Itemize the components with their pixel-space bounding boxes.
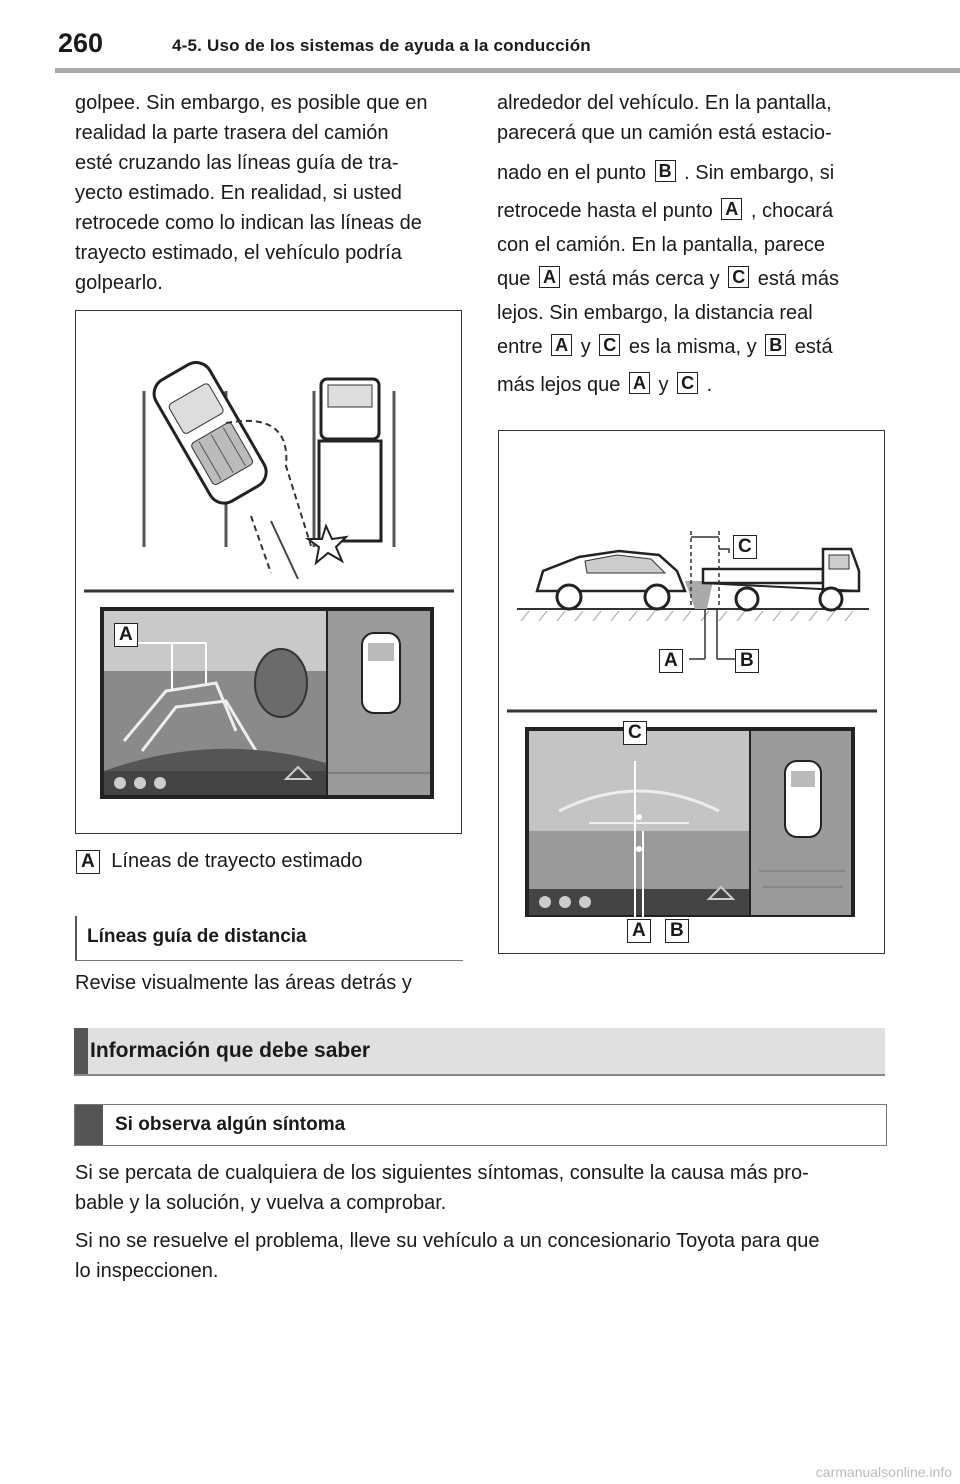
bottom-line: Si no se resuelve el problema, lleve su …: [75, 1230, 820, 1252]
page-number: 260: [58, 28, 104, 58]
ref-a: A: [628, 372, 650, 394]
right-line-8: entre A y C es la misma, y B está: [497, 328, 887, 366]
right-paragraph: alrededor del vehículo. En la pantalla, …: [497, 88, 887, 404]
figure-distance-lines: C A B C A B: [498, 430, 885, 954]
left-line: golpearlo.: [75, 272, 163, 294]
symptom-box-bar: [75, 1105, 103, 1145]
text-span: está más cerca y: [568, 268, 720, 290]
left-line: retrocede como lo indican las líneas de: [75, 212, 422, 234]
ref-a: A: [721, 198, 743, 220]
info-band-bar: [74, 1028, 88, 1074]
label-b-screen: B: [665, 919, 689, 943]
text-span: está más: [757, 268, 839, 290]
left-line: golpee. Sin embargo, es posible que en: [75, 92, 428, 114]
symptom-box: Si observa algún síntoma: [74, 1104, 887, 1146]
ref-c: C: [728, 266, 750, 288]
text-span: entre: [497, 336, 543, 358]
label-a-mid: A: [659, 649, 683, 673]
left-line: yecto estimado. En realidad, si usted: [75, 182, 402, 204]
label-c-screen: C: [623, 721, 647, 745]
caption-text: Líneas de trayecto estimado: [111, 850, 363, 872]
distance-lines-title: Líneas guía de distancia: [87, 926, 307, 947]
info-band: Información que debe saber: [74, 1028, 885, 1076]
ref-b: B: [765, 334, 787, 356]
symptom-box-title: Si observa algún síntoma: [115, 1114, 346, 1135]
text-span: más lejos que: [497, 374, 621, 396]
heading-bar: [75, 916, 77, 960]
section-title: 4-5. Uso de los sistemas de ayuda a la c…: [172, 36, 591, 55]
figure-estimated-path: A: [75, 310, 462, 834]
right-line: con el camión. En la pantalla, parece: [497, 234, 825, 256]
text-span: es la misma, y: [628, 336, 757, 358]
after-heading-text: Revise visualmente las áreas detrás y: [75, 968, 465, 998]
right-line: alrededor del vehículo. En la pantalla,: [497, 92, 832, 114]
figure-estimated-path-illustration: [84, 361, 454, 799]
bottom-text: Si se percata de cualquiera de los sigui…: [75, 1158, 895, 1286]
text-span: nado en el punto: [497, 162, 647, 184]
callout-a: A: [114, 623, 138, 647]
header-rule: [55, 68, 960, 73]
text-span: . Sin embargo, si: [684, 162, 835, 184]
ref-c: C: [599, 334, 621, 356]
right-line-6: que A está más cerca y C está más: [497, 260, 887, 298]
right-line: parecerá que un camión está estacio-: [497, 122, 832, 144]
label-b-mid: B: [735, 649, 759, 673]
text-span: y: [658, 374, 669, 396]
figure-caption: A Líneas de trayecto estimado: [76, 850, 363, 874]
left-paragraph: golpee. Sin embargo, es posible que en r…: [75, 88, 465, 298]
info-band-title: Información que debe saber: [90, 1039, 371, 1062]
left-line: esté cruzando las líneas guía de tra-: [75, 152, 399, 174]
text-span: .: [706, 374, 713, 396]
ref-c: C: [677, 372, 699, 394]
bottom-line: lo inspeccionen.: [75, 1260, 219, 1282]
caption-tag: A: [76, 850, 100, 874]
text-span: , chocará: [750, 200, 834, 222]
label-a-screen: A: [627, 919, 651, 943]
label-c-top: C: [733, 535, 757, 559]
watermark: carmanualsonline.info: [815, 1464, 952, 1480]
text-span: está: [794, 336, 833, 358]
after-line: Revise visualmente las áreas detrás y: [75, 972, 412, 994]
right-line: lejos. Sin embargo, la distancia real: [497, 302, 813, 324]
bottom-line: Si se percata de cualquiera de los sigui…: [75, 1162, 809, 1184]
bottom-line: bable y la solución, y vuelva a comproba…: [75, 1192, 447, 1214]
left-line: realidad la parte trasera del camión: [75, 122, 389, 144]
ref-a: A: [538, 266, 560, 288]
right-line-4: retrocede hasta el punto A , chocará: [497, 192, 887, 230]
ref-a: A: [551, 334, 573, 356]
right-line-9: más lejos que A y C .: [497, 366, 887, 404]
ref-b: B: [654, 160, 676, 182]
text-span: y: [580, 336, 591, 358]
distance-lines-heading: Líneas guía de distancia: [75, 916, 463, 961]
left-line: trayecto estimado, el vehículo podría: [75, 242, 402, 264]
text-span: retrocede hasta el punto: [497, 200, 713, 222]
figure-distance-lines-illustration: [507, 531, 877, 919]
text-span: que: [497, 268, 531, 290]
right-line-3: nado en el punto B . Sin embargo, si: [497, 154, 887, 192]
